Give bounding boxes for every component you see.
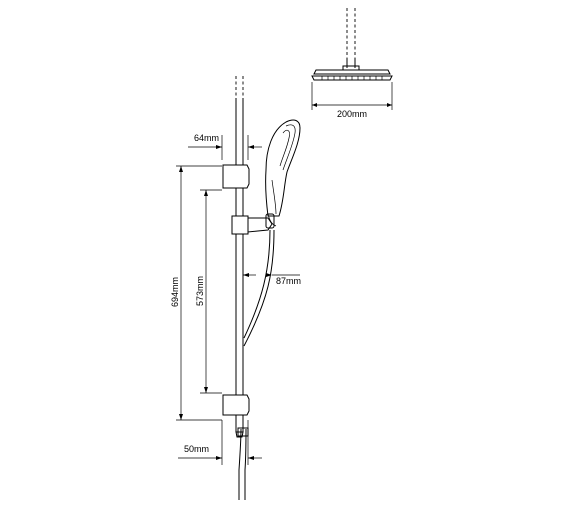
- dim-bracket-offset-label: 64mm: [194, 133, 219, 143]
- dim-bracket-offset: [188, 135, 262, 160]
- hand-shower: [265, 119, 301, 227]
- dim-handset-projection-label: 87mm: [276, 276, 301, 286]
- dim-head-diameter: [311, 82, 393, 110]
- head-top-plate: [313, 69, 391, 75]
- dim-handset-projection: [243, 273, 300, 277]
- riser-rail: [235, 76, 244, 438]
- bottom-wall-bracket: [222, 394, 250, 416]
- slider-holder: [231, 213, 275, 235]
- dim-bottom-offset-label: 50mm: [184, 444, 209, 454]
- head-nozzles: [321, 76, 383, 80]
- dim-head-diameter-label: 200mm: [337, 109, 367, 119]
- shower-hose: [237, 229, 275, 500]
- overhead-shower-head: 200mm: [311, 8, 393, 119]
- dim-adjustable-height-label: 573mm: [195, 276, 205, 306]
- head-connector: [342, 65, 360, 71]
- head-face: [311, 75, 393, 81]
- dim-overall-height: [176, 165, 222, 421]
- top-wall-bracket: [222, 164, 250, 189]
- dim-overall-height-label: 694mm: [170, 277, 180, 307]
- dim-bottom-offset: [178, 420, 262, 465]
- dim-adjustable-height: [200, 189, 222, 394]
